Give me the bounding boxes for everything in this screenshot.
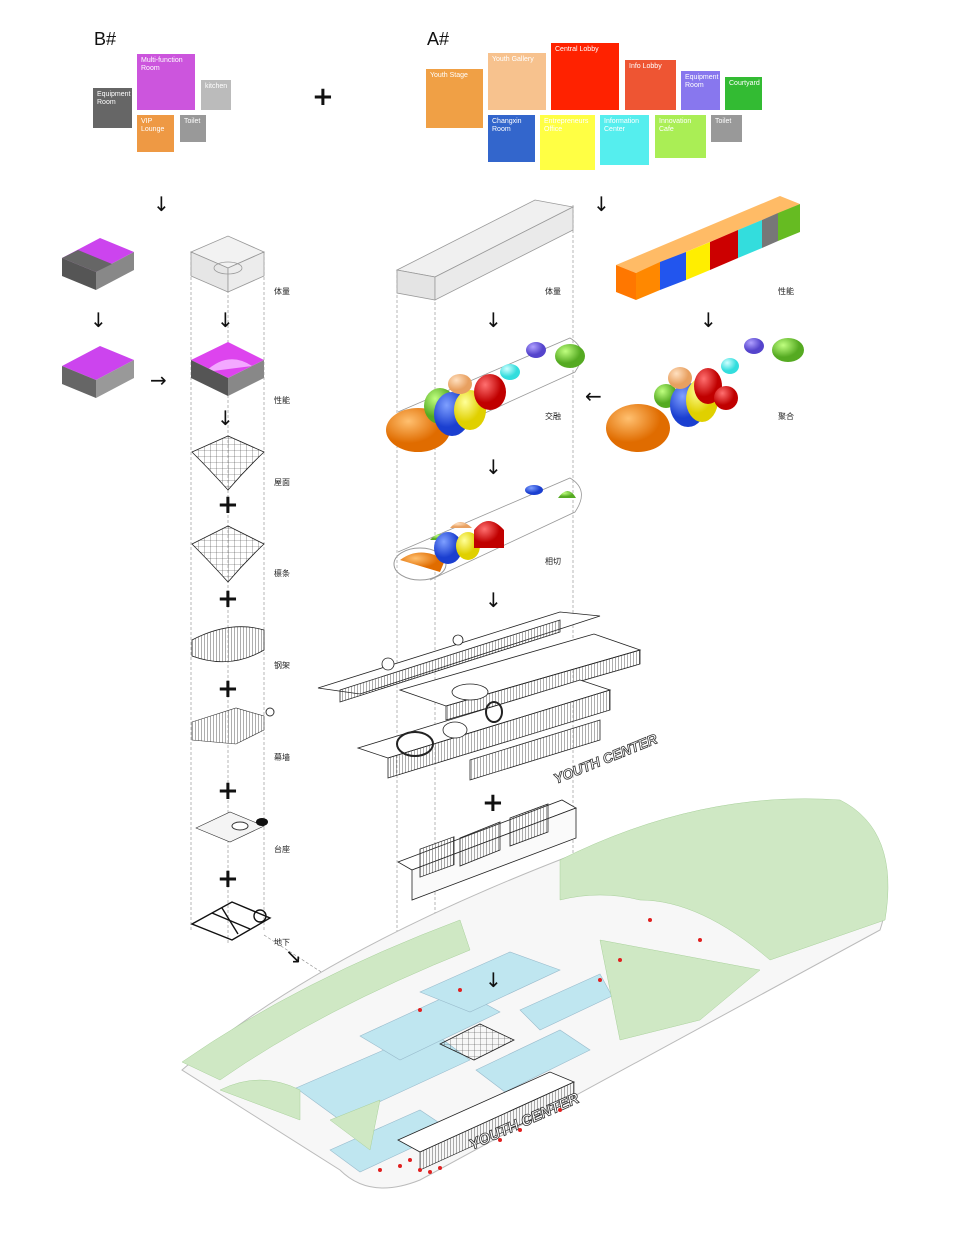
plus-b-4: + (217, 776, 239, 806)
arrow-down-b-box: ↓ (90, 308, 107, 332)
a-step-tangent: 相切 (545, 557, 561, 566)
a-step-aggregate: 聚合 (778, 412, 794, 421)
a-step-performance: 性能 (778, 287, 794, 296)
b-step-underground: 地下 (274, 938, 290, 947)
tile-a-info-lobby: Info Lobby (625, 60, 676, 110)
arrow-diag-b: ↘ (285, 944, 302, 968)
arrow-down-a-right: ↓ (700, 308, 717, 332)
tile-b-multifunction: Multi-function Room (137, 54, 195, 110)
arrow-down-a-1: ↓ (485, 308, 502, 332)
b-step-steel-frame: 钢架 (274, 661, 290, 670)
a-step-interleave: 交融 (545, 412, 561, 421)
a-tangent-bubbles (393, 477, 582, 581)
plus-a-1: + (482, 788, 504, 818)
b-step-purlin: 檩条 (274, 569, 290, 578)
arrow-down-b-program: ↓ (153, 192, 170, 216)
b-steel-frame (191, 626, 265, 663)
b-underground (190, 901, 272, 941)
tile-b-kitchen: kitchen (201, 80, 231, 110)
tile-a-information: Information Center (600, 115, 649, 165)
b-performance-box (191, 342, 264, 396)
plus-b-5: + (217, 864, 239, 894)
a-pavilions (397, 799, 577, 901)
b-volume-box-small (62, 238, 134, 290)
arrow-down-a-3: ↓ (485, 588, 502, 612)
tile-a-central-lobby: Central Lobby (551, 43, 619, 110)
arrow-down-a-2: ↓ (485, 455, 502, 479)
arrow-right-b: → (150, 368, 167, 392)
tile-a-changxin: Changxin Room (488, 115, 535, 162)
b-step-volume: 体量 (274, 287, 290, 296)
b-curtain-wall (191, 707, 275, 745)
b-volume-box-merged (62, 346, 134, 398)
b-plinth (195, 811, 268, 843)
plus-b-3: + (217, 674, 239, 704)
b-volume-transparent (189, 235, 265, 293)
a-performance-bar (616, 196, 800, 300)
people-markers (378, 918, 702, 1174)
combine-plus: + (312, 82, 334, 112)
plus-b-1: + (217, 490, 239, 520)
b-step-curtain-wall: 幕墙 (274, 753, 290, 762)
a-floor-slabs (317, 611, 642, 781)
b-step-plinth: 台座 (274, 845, 290, 854)
building-a-header: A# (427, 29, 450, 49)
a-interleaved-bubbles (386, 337, 585, 452)
tile-a-toilet: Toilet (711, 115, 742, 142)
tile-b-toilet: Toilet (180, 115, 206, 142)
tile-b-equipment: Equipment Room (93, 88, 132, 128)
b-step-roof: 屋面 (274, 478, 290, 487)
tile-a-innovation: Innovation Cafe (655, 115, 706, 158)
b-step-performance: 性能 (274, 396, 290, 405)
a-volume-transparent (395, 199, 575, 301)
arrow-down-a-site: ↓ (485, 968, 502, 992)
tile-a-entrepreneurs: Entrepreneurs Office (540, 115, 595, 170)
b-purlins (191, 525, 265, 583)
a-step-volume: 体量 (545, 287, 561, 296)
arrow-down-a-program: ↓ (593, 192, 610, 216)
arrow-left-a: ← (585, 384, 602, 408)
b-roof-mesh (191, 435, 265, 491)
tree-fields (181, 798, 889, 1151)
arrow-down-b-stack-1: ↓ (217, 308, 234, 332)
arrow-down-b-stack-2: ↓ (217, 406, 234, 430)
tile-a-youth-gallery: Youth Gallery (488, 53, 546, 110)
building-b-header: B# (94, 29, 117, 49)
tile-b-vip: VIP Lounge (137, 115, 174, 152)
a-aggregated-bubbles (606, 338, 804, 452)
tile-a-equipment: Equipment Room (681, 71, 720, 110)
tile-a-youth-stage: Youth Stage (426, 69, 483, 128)
tile-a-courtyard: Courtyard (725, 77, 762, 110)
plus-b-2: + (217, 584, 239, 614)
